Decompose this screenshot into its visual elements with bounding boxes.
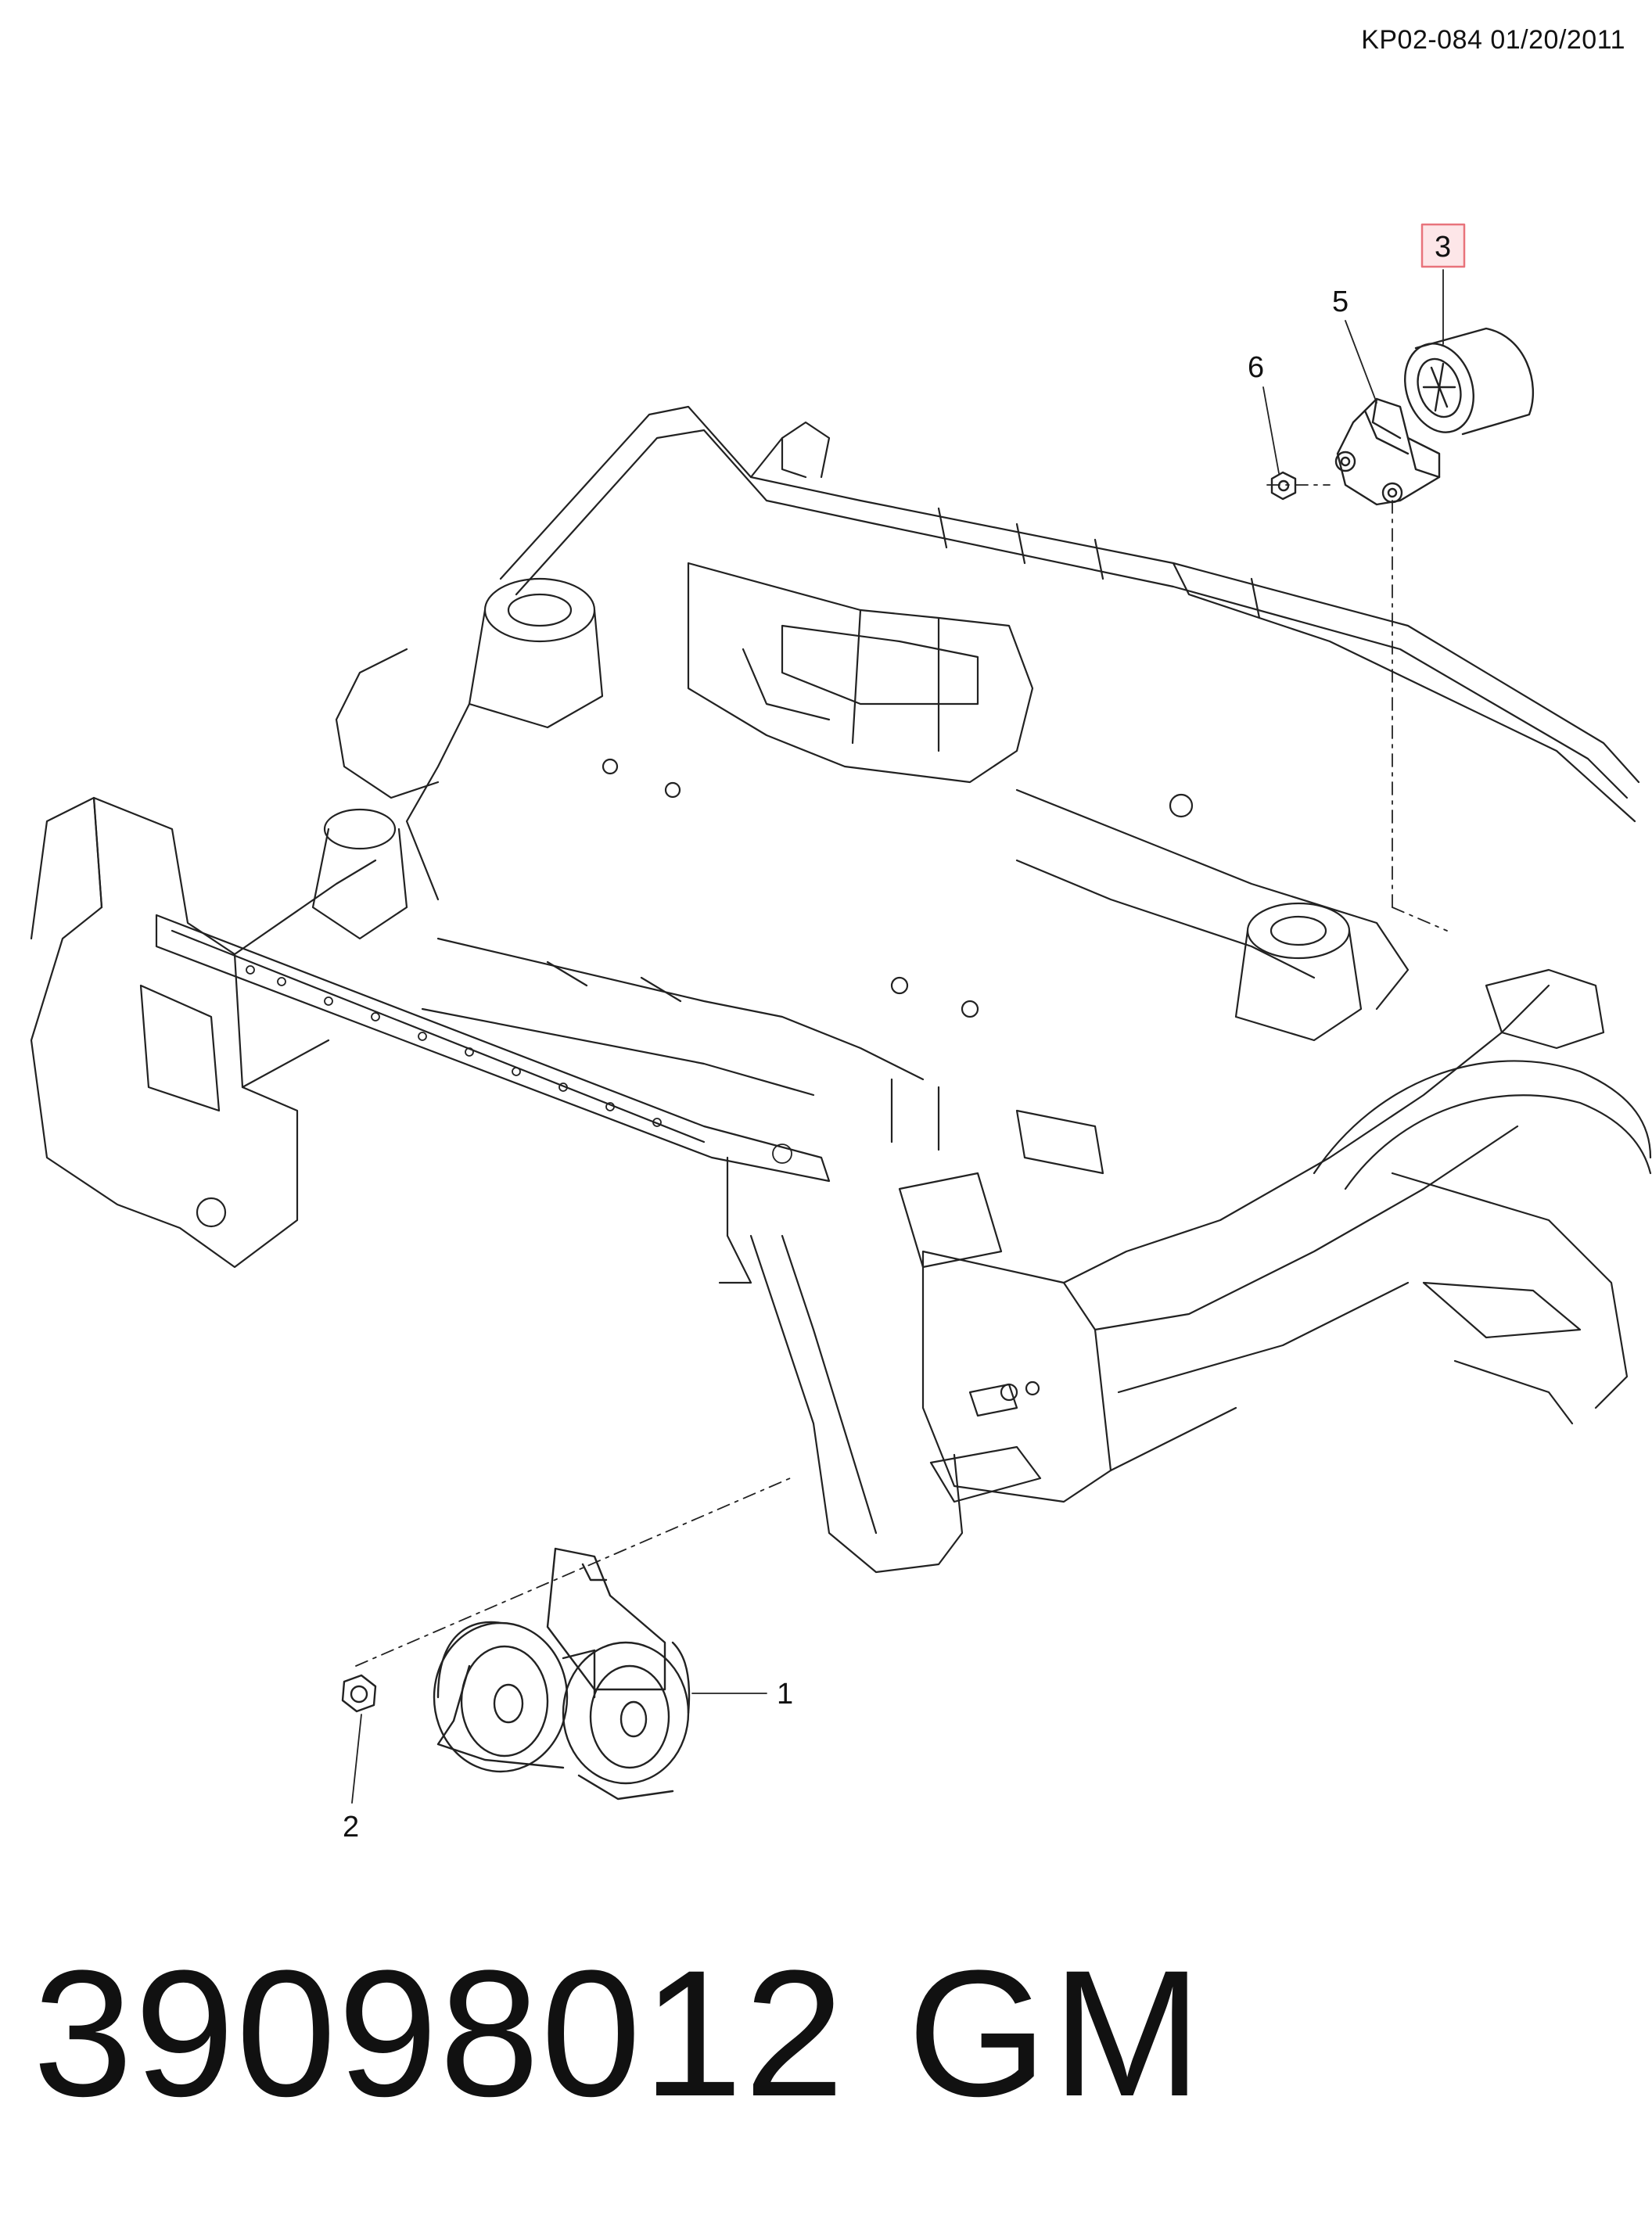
callout-5: 5 — [1332, 285, 1349, 318]
hex-nut-part-2 — [341, 1674, 377, 1713]
callout-3-highlight-box — [1420, 223, 1466, 268]
part-number: 39098012 — [33, 1933, 846, 2134]
horn-assembly — [433, 1547, 691, 1801]
front-body-structure — [30, 405, 1652, 1574]
nut-part-6 — [1270, 471, 1297, 501]
insulator-part-3 — [1404, 327, 1535, 436]
callout-leaders — [351, 269, 1444, 1804]
callout-3: 3 — [1435, 231, 1451, 264]
callout-2: 2 — [343, 1811, 359, 1844]
bracket-part-5 — [1334, 397, 1441, 506]
callout-1: 1 — [777, 1678, 793, 1711]
beam-holes — [246, 965, 792, 1164]
document-reference: KP02-084 01/20/2011 — [1361, 25, 1625, 55]
callout-6: 6 — [1248, 351, 1264, 384]
assembly-leader-lines — [355, 484, 1448, 1667]
brand-name: GM — [907, 1933, 1207, 2134]
